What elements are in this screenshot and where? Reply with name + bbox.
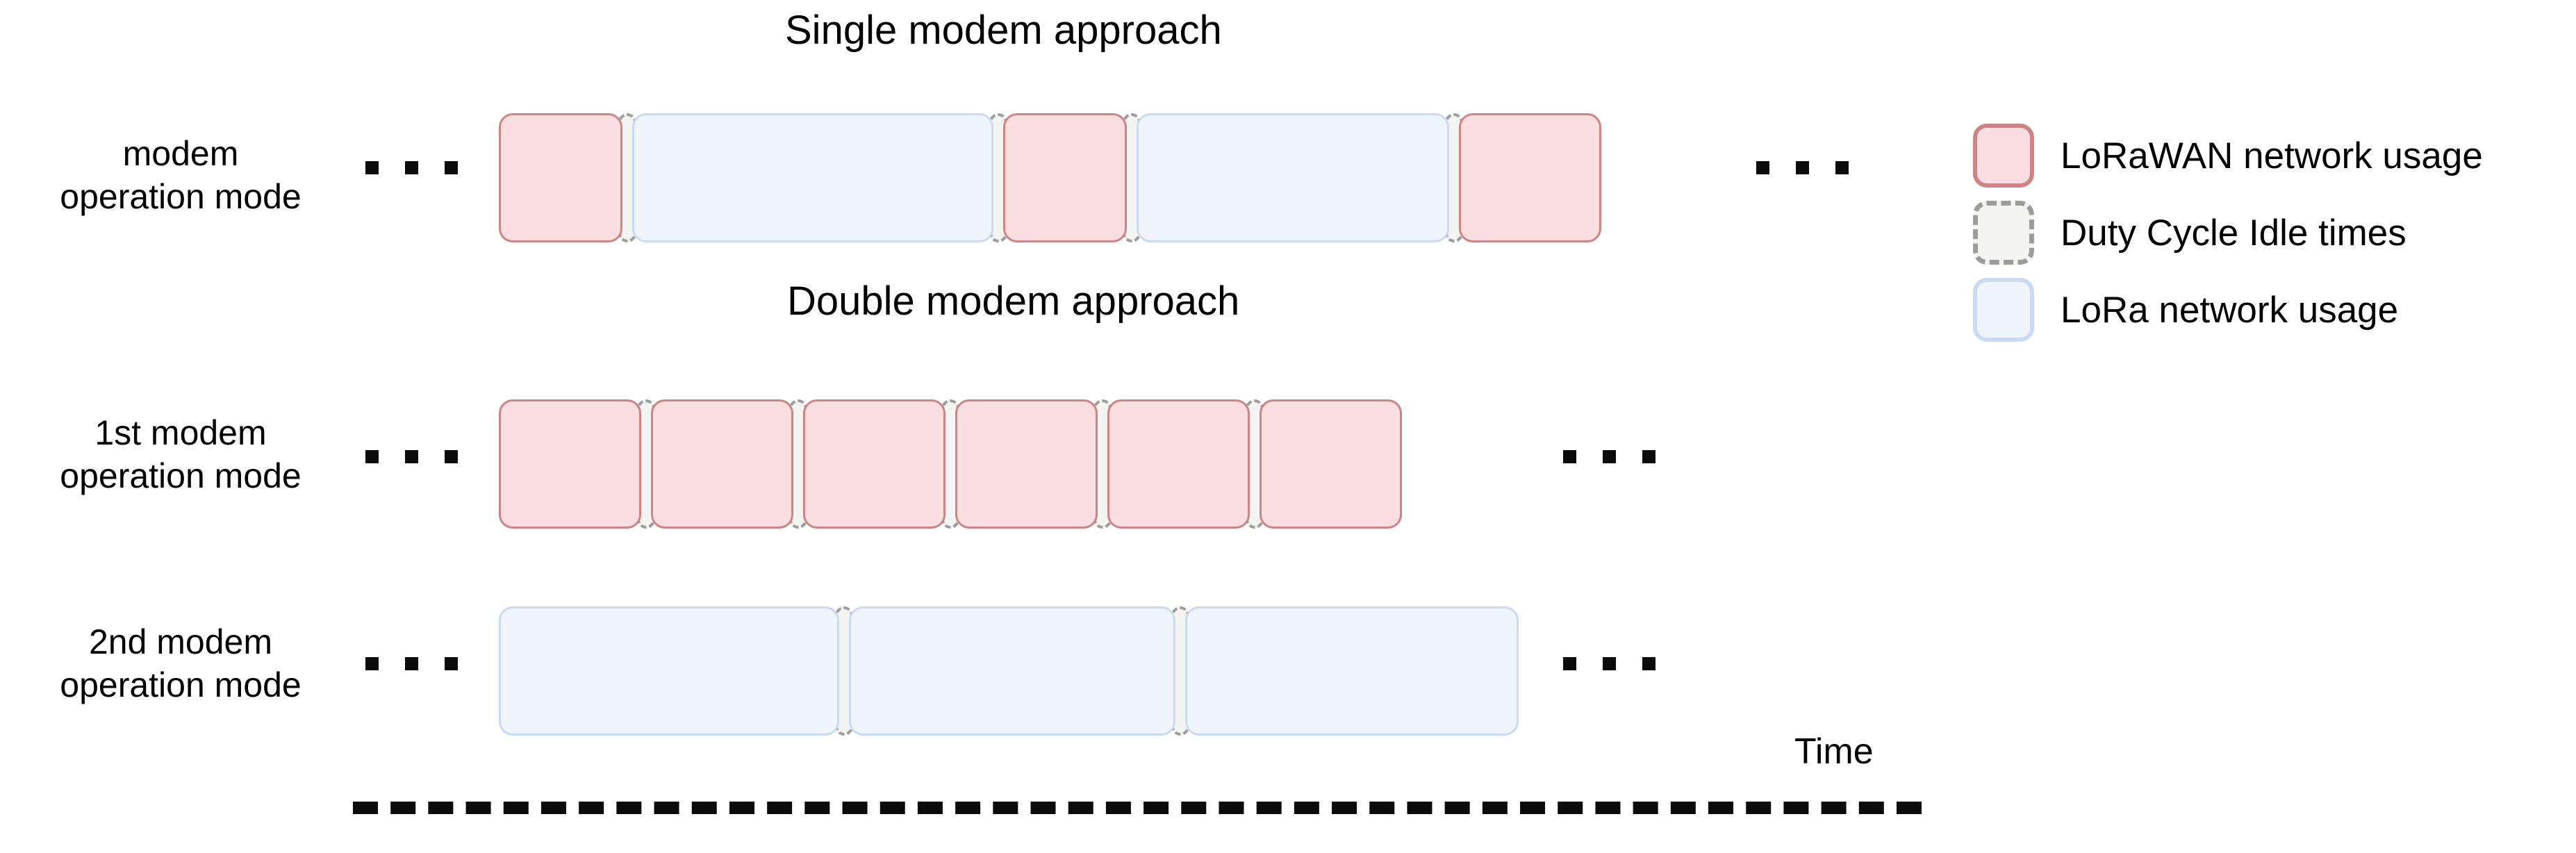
legend-label-lorawan: LoRaWAN network usage <box>2061 135 2483 176</box>
ellipsis-dot <box>1796 161 1809 174</box>
ellipsis-dot <box>1642 657 1656 670</box>
lorawan-usage-block <box>499 399 641 529</box>
row-label-modem-operation-mode: modem operation mode <box>60 134 302 216</box>
legend-swatch-lorawan-icon <box>1973 124 2034 188</box>
lora-usage-block <box>499 606 839 736</box>
legend: LoRaWAN network usage Duty Cycle Idle ti… <box>1973 124 2483 342</box>
ellipsis-dot <box>1603 657 1616 670</box>
ellipsis-dot <box>1835 161 1849 174</box>
ellipsis-dot <box>365 657 379 670</box>
section-heading-double-modem: Double modem approach <box>787 279 1240 324</box>
row-label-2nd-modem-operation-mode: 2nd modem operation mode <box>60 622 302 704</box>
legend-swatch-lora-icon <box>1973 278 2034 342</box>
time-axis: Time <box>353 731 1965 834</box>
legend-item-duty-cycle-idle: Duty Cycle Idle times <box>1973 201 2483 265</box>
ellipsis-dot <box>1756 161 1769 174</box>
row-label-1st-modem-operation-mode: 1st modem operation mode <box>60 413 302 495</box>
lorawan-usage-block <box>1107 399 1250 529</box>
legend-swatch-duty-cycle-idle-icon <box>1973 201 2034 265</box>
timeline-row-1st-modem-operation-mode <box>499 399 1402 529</box>
ellipsis-dot <box>405 657 418 670</box>
leading-ellipsis-row1 <box>365 161 458 174</box>
ellipsis-dot <box>1603 450 1616 463</box>
legend-item-lora: LoRa network usage <box>1973 278 2483 342</box>
leading-ellipsis-row2 <box>365 450 458 463</box>
trailing-ellipsis-row2 <box>1563 450 1656 463</box>
section-heading-single-modem: Single modem approach <box>785 8 1222 53</box>
leading-ellipsis-row3 <box>365 657 458 670</box>
timeline-row-modem-operation-mode <box>499 113 1601 242</box>
ellipsis-dot <box>445 161 458 174</box>
lora-usage-block <box>1137 113 1449 242</box>
ellipsis-dot <box>365 450 379 463</box>
lorawan-usage-block <box>803 399 946 529</box>
time-axis-label: Time <box>1794 731 1874 772</box>
lorawan-usage-block <box>955 399 1098 529</box>
lora-usage-block <box>632 113 993 242</box>
ellipsis-dot <box>445 657 458 670</box>
time-axis-dashed-line <box>353 802 1922 814</box>
lorawan-usage-block <box>1459 113 1601 242</box>
lorawan-usage-block <box>499 113 622 242</box>
ellipsis-dot <box>365 161 379 174</box>
lorawan-usage-block <box>1003 113 1127 242</box>
timeline-row-2nd-modem-operation-mode <box>499 606 1519 736</box>
legend-label-duty-cycle-idle: Duty Cycle Idle times <box>2061 212 2406 254</box>
trailing-ellipsis-row3 <box>1563 657 1656 670</box>
ellipsis-dot <box>405 450 418 463</box>
ellipsis-dot <box>405 161 418 174</box>
ellipsis-dot <box>1563 450 1576 463</box>
legend-item-lorawan: LoRaWAN network usage <box>1973 124 2483 188</box>
lora-usage-block <box>849 606 1175 736</box>
legend-label-lora: LoRa network usage <box>2061 289 2399 331</box>
lorawan-usage-block <box>651 399 793 529</box>
ellipsis-dot <box>1642 450 1656 463</box>
trailing-ellipsis-row1 <box>1756 161 1849 174</box>
lora-usage-block <box>1185 606 1519 736</box>
ellipsis-dot <box>1563 657 1576 670</box>
lorawan-usage-block <box>1260 399 1402 529</box>
ellipsis-dot <box>445 450 458 463</box>
